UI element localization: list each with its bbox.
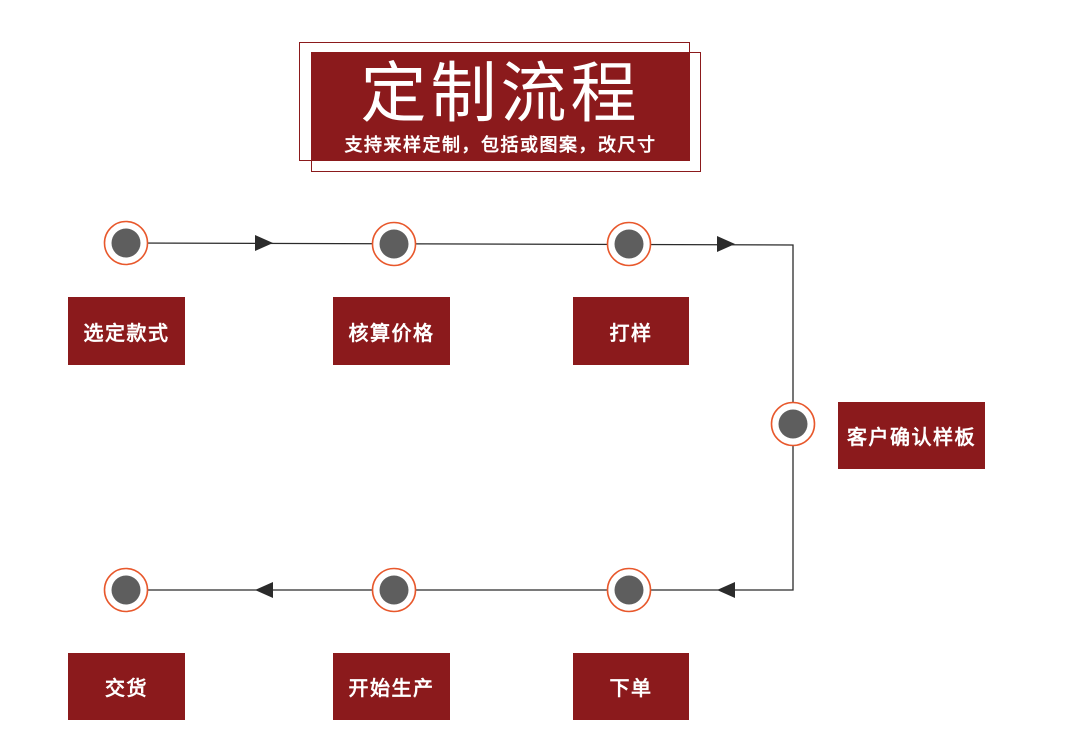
- node-dot: [614, 229, 644, 259]
- page-subtitle: 支持来样定制，包括或图案，改尺寸: [344, 135, 657, 156]
- flow-node-confirm-sample: [770, 401, 816, 447]
- flow-node-sample: [606, 221, 652, 267]
- flow-node-select-style: [103, 220, 149, 266]
- flow-node-calculate-price: [371, 221, 417, 267]
- flow-node-delivery: [103, 567, 149, 613]
- node-dot: [614, 575, 644, 605]
- step-box-delivery: 交货: [68, 653, 185, 720]
- arrow-right-icon: [717, 236, 735, 252]
- node-dot: [111, 228, 141, 258]
- node-dot: [111, 575, 141, 605]
- flow-node-start-production: [371, 567, 417, 613]
- step-box-start-production: 开始生产: [333, 653, 450, 720]
- step-box-sample: 打样: [573, 297, 689, 365]
- arrow-right-icon: [255, 235, 273, 251]
- arrow-left-icon: [255, 582, 273, 598]
- flow-connector-line: [125, 242, 794, 591]
- step-box-select-style: 选定款式: [68, 297, 185, 365]
- step-box-confirm-sample: 客户确认样板: [838, 402, 985, 469]
- step-box-place-order: 下单: [573, 653, 689, 720]
- title-banner: 定制流程 支持来样定制，包括或图案，改尺寸: [311, 52, 690, 161]
- node-dot: [778, 409, 808, 439]
- step-box-calculate-price: 核算价格: [333, 297, 450, 365]
- arrow-left-icon: [717, 582, 735, 598]
- flow-node-place-order: [606, 567, 652, 613]
- node-dot: [379, 229, 409, 259]
- page-title: 定制流程: [360, 55, 641, 132]
- node-dot: [379, 575, 409, 605]
